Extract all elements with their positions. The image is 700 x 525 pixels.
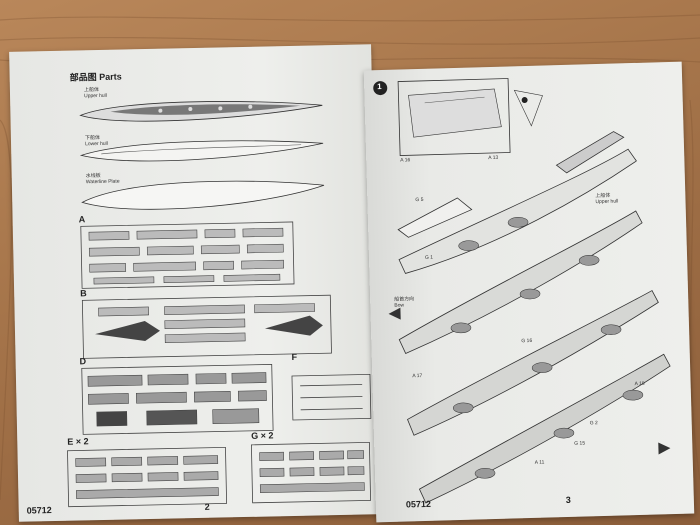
lower-hull-label: 下船体 Lower hull [84, 134, 108, 148]
lower-hull-drawing [79, 140, 324, 162]
waterline-plate-label: 水线板 Waterline Plate [85, 172, 120, 186]
callout-a17: A 17 [412, 373, 423, 380]
sprue-a-label: A [78, 214, 86, 225]
parts-page: 部品图 Parts [9, 44, 381, 522]
page-number: 2 [204, 501, 210, 512]
upper-hull-callout: 上船体 Upper hull [595, 192, 619, 206]
sprue-b [81, 294, 332, 359]
parts-diagram [67, 101, 372, 508]
callout-a13: A 13 [488, 154, 499, 162]
sprue-g-label: G × 2 [251, 430, 274, 441]
bow-piece [397, 197, 473, 238]
hull-assembly-2 [398, 210, 643, 354]
hull-assembly-3 [407, 290, 659, 436]
waterline-plate-drawing [81, 180, 325, 210]
sprue-d-label: D [79, 356, 87, 367]
upper-hull-label: 上船体 Upper hull [83, 86, 107, 100]
sprue-e-label: E × 2 [67, 436, 89, 447]
bow-arrow-icon-2 [658, 442, 671, 455]
inset-box [397, 78, 511, 156]
callout-g5: G 5 [415, 196, 424, 204]
bow-direction-label: 船首方向 Bow [394, 296, 415, 309]
callout-g1: G 1 [424, 254, 434, 261]
callout-g15: G 15 [574, 440, 586, 447]
step-number: 1 [377, 82, 382, 92]
deck-piece-top [555, 131, 625, 174]
bow-arrow-icon [388, 307, 401, 320]
step-number-badge [373, 81, 388, 96]
assembly-diagram [373, 78, 671, 504]
sprue-f-label: F [291, 351, 298, 362]
callout-a18: A 18 [634, 380, 645, 388]
sprue-e [67, 446, 228, 508]
assembly-page: 1 A 16 A 13 G 5 G 1 A 17 G 16 A 18 G 2 G… [363, 61, 695, 523]
hull-assembly-4 [418, 353, 671, 504]
sprue-g [250, 441, 371, 504]
callout-a11: A 11 [534, 459, 545, 466]
callout-g2: G 2 [589, 420, 598, 427]
sprue-f [291, 373, 372, 421]
sprue-d [81, 364, 274, 435]
product-code: 05712 [405, 498, 432, 510]
callout-g16: G 16 [521, 337, 533, 345]
sprue-b-label: B [80, 288, 87, 299]
page-number: 3 [565, 494, 571, 506]
sprue-a [80, 221, 295, 289]
product-code: 05712 [26, 505, 52, 516]
callout-a16: A 16 [400, 157, 411, 164]
